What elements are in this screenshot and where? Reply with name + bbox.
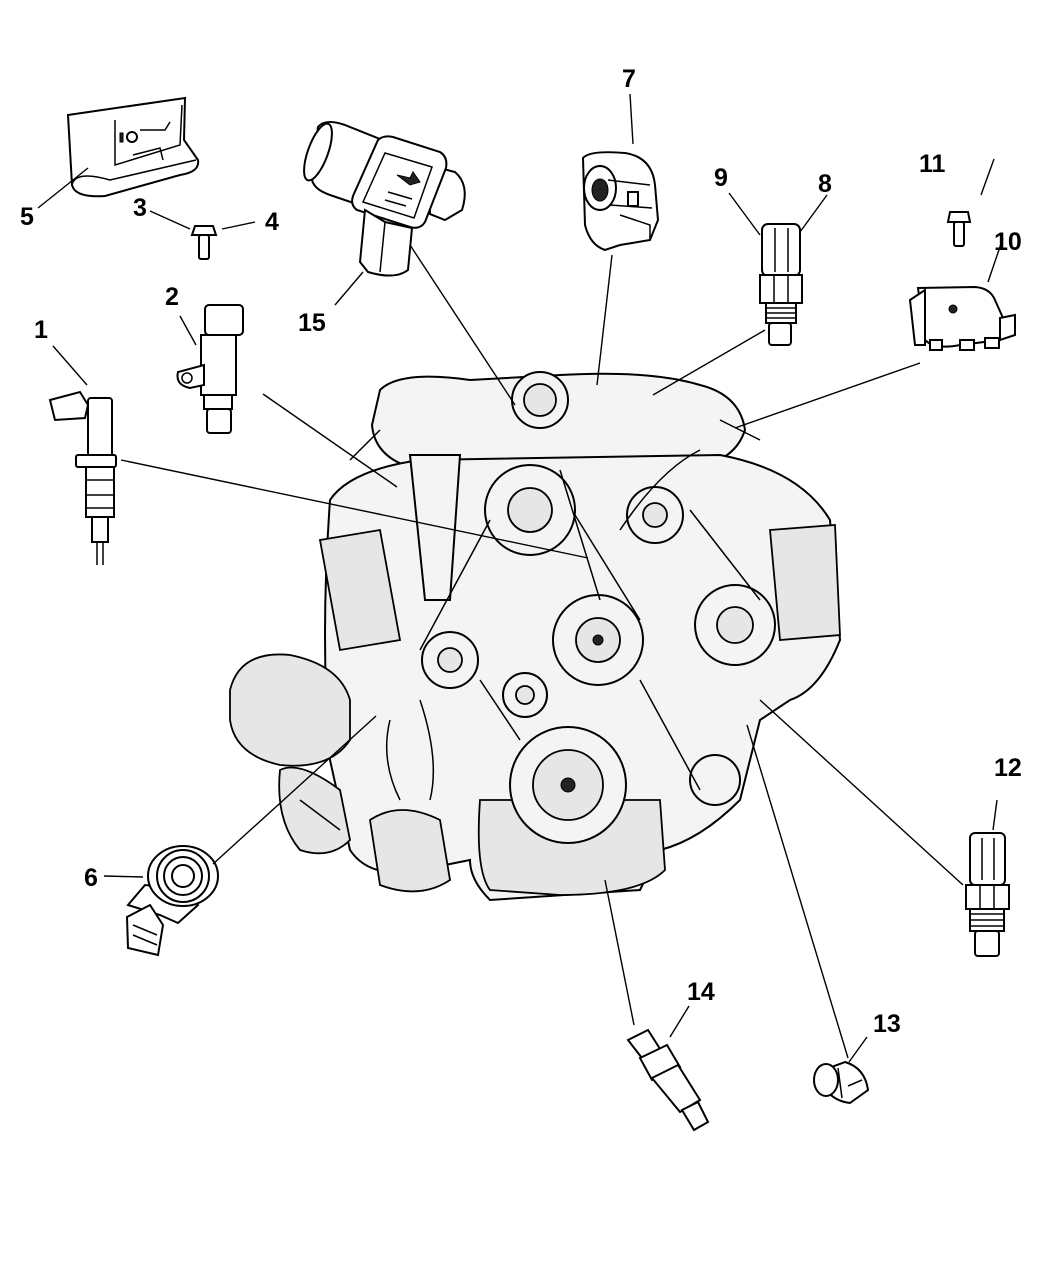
callout-11: 11 xyxy=(919,150,946,178)
callout-10: 10 xyxy=(994,228,1022,256)
leader-lines xyxy=(37,93,1004,1063)
part-3-4-bolt[interactable] xyxy=(190,225,218,260)
engine-assembly xyxy=(229,371,842,902)
callout-4: 4 xyxy=(265,208,279,236)
part-14-oil-pressure-sender[interactable] xyxy=(626,1028,710,1132)
part-6-knock-sensor[interactable] xyxy=(125,845,219,957)
part-7-throttle-position-sensor[interactable] xyxy=(581,151,660,252)
callout-1: 1 xyxy=(34,316,48,344)
callout-7: 7 xyxy=(622,65,636,93)
callout-9: 9 xyxy=(714,164,728,192)
callout-6: 6 xyxy=(84,864,98,892)
callout-2: 2 xyxy=(165,283,179,311)
part-1-ignition-coil[interactable] xyxy=(48,390,117,565)
part-12-pressure-sensor[interactable] xyxy=(965,832,1010,957)
part-5-bracket[interactable] xyxy=(66,96,200,198)
callout-3: 3 xyxy=(133,194,147,222)
part-10-sensor-module[interactable] xyxy=(908,285,1016,351)
part-15-airflow-sensor[interactable] xyxy=(298,120,466,277)
callout-15: 15 xyxy=(298,309,326,337)
part-13-pressure-switch[interactable] xyxy=(813,1060,870,1105)
part-8-9-temperature-sensor[interactable] xyxy=(759,223,803,346)
part-11-bolt[interactable] xyxy=(946,211,972,247)
callout-5: 5 xyxy=(20,203,34,231)
callout-12: 12 xyxy=(994,754,1022,782)
callout-8: 8 xyxy=(818,170,832,198)
callout-14: 14 xyxy=(687,978,715,1006)
callout-13: 13 xyxy=(873,1010,901,1038)
part-2-position-sensor[interactable] xyxy=(176,304,244,434)
